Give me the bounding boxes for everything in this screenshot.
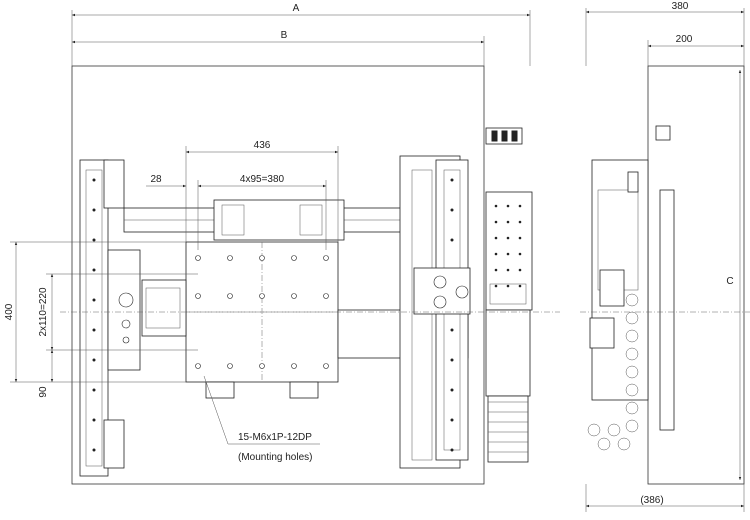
column-hole xyxy=(506,252,510,256)
mounting-hole xyxy=(323,293,329,299)
column-hole xyxy=(494,204,498,208)
callout-holes-label: 15-M6x1P-12DP xyxy=(238,432,312,443)
dim-2x110-label: 2x110=220 xyxy=(38,287,49,336)
dim-200-label: 200 xyxy=(676,34,693,45)
mounting-hole xyxy=(195,293,201,299)
mounting-hole xyxy=(259,363,265,369)
chain-link xyxy=(607,423,621,437)
mounting-hole xyxy=(291,255,297,261)
mounting-hole xyxy=(227,363,233,369)
column-hole xyxy=(494,284,498,288)
dim-a-label: A xyxy=(293,3,300,14)
chain-link xyxy=(617,437,631,451)
column-hole xyxy=(494,252,498,256)
column-hole xyxy=(506,268,510,272)
column-hole xyxy=(518,284,522,288)
column-hole xyxy=(494,268,498,272)
column-hole xyxy=(518,268,522,272)
mounting-hole xyxy=(323,255,329,261)
column-hole xyxy=(518,220,522,224)
dim-380-label: 380 xyxy=(672,1,689,12)
column-hole xyxy=(518,252,522,256)
mounting-hole xyxy=(291,363,297,369)
chain-link xyxy=(625,293,639,307)
column-hole xyxy=(506,284,510,288)
chain-link xyxy=(625,329,639,343)
column-hole xyxy=(494,236,498,240)
mounting-hole xyxy=(291,293,297,299)
column-hole xyxy=(494,220,498,224)
column-hole xyxy=(518,204,522,208)
mounting-hole xyxy=(259,293,265,299)
mounting-hole xyxy=(227,255,233,261)
mounting-hole xyxy=(323,363,329,369)
column-hole xyxy=(506,220,510,224)
chain-link xyxy=(625,365,639,379)
side-view xyxy=(580,65,750,485)
column-hole xyxy=(506,204,510,208)
mounting-hole xyxy=(195,363,201,369)
chain-link xyxy=(625,347,639,361)
dimension-lines xyxy=(10,8,745,512)
dim-28-label: 28 xyxy=(150,174,162,185)
dim-400-label: 400 xyxy=(4,303,15,320)
mounting-hole xyxy=(227,293,233,299)
dim-c-label: C xyxy=(726,276,733,287)
chain-link xyxy=(625,383,639,397)
column-hole xyxy=(506,236,510,240)
mounting-hole xyxy=(195,255,201,261)
dimension-labels: A B 436 4x95=380 28 400 2x110=220 90 380… xyxy=(4,1,734,506)
mounting-hole xyxy=(259,255,265,261)
chain-link xyxy=(625,419,639,433)
chain-link xyxy=(587,423,601,437)
callout-note-label: (Mounting holes) xyxy=(238,452,312,463)
dim-386-label: (386) xyxy=(640,495,663,506)
chain-link xyxy=(625,401,639,415)
column-hole xyxy=(518,236,522,240)
dim-436-label: 436 xyxy=(254,140,271,151)
dim-b-label: B xyxy=(281,30,288,41)
dim-4x95-label: 4x95=380 xyxy=(240,174,285,185)
chain-link xyxy=(597,437,611,451)
front-view xyxy=(60,65,560,485)
dim-90-label: 90 xyxy=(38,386,49,398)
